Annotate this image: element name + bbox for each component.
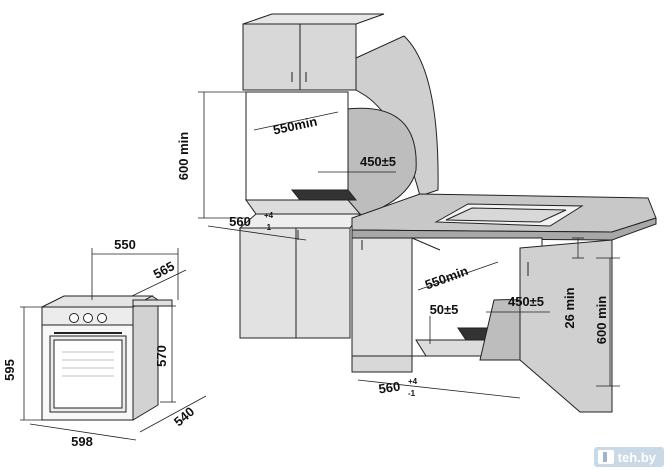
dim-upper-niche-depth-sub: -1 — [264, 223, 272, 232]
oven-drawing — [41, 295, 173, 421]
oven-rear-frame — [132, 299, 173, 307]
dim-oven-depth-body: 565 — [151, 258, 177, 281]
upper-niche-panel — [355, 35, 439, 197]
dim-right-niche-depth-sub: -1 — [408, 389, 416, 398]
dim-right-niche-gap: 26 min — [562, 287, 577, 328]
right-base-cabinet — [351, 237, 613, 413]
oven-dimension-lines — [20, 248, 207, 441]
dim-right-niche-depth-sup: +4 — [408, 377, 418, 386]
right-side-panel — [519, 239, 613, 413]
oven-knob-icon — [83, 313, 93, 323]
dim-oven-height: 595 — [2, 359, 17, 381]
tv-icon — [597, 450, 614, 464]
dim-right-niche-vent-height: 50±5 — [430, 302, 459, 317]
right-base-left-door — [351, 237, 413, 357]
upper-vent-slot — [290, 189, 358, 201]
dim-oven-width: 598 — [71, 434, 93, 449]
upper-niche-opening — [245, 91, 349, 201]
dim-oven-side-depth: 540 — [171, 404, 197, 429]
right-niche-dimension-lines — [357, 237, 620, 399]
oven-knob-icon — [97, 313, 107, 323]
oven-knob-icon — [69, 313, 79, 323]
upper-cabinet — [242, 13, 385, 91]
dim-upper-niche-vent: 450±5 — [360, 154, 396, 169]
dim-oven-inner-height: 570 — [154, 345, 169, 367]
dim-upper-niche-height: 600 min — [176, 132, 191, 180]
dim-upper-niche-depth: 560 — [229, 214, 251, 229]
upper-base-cabinet — [238, 213, 361, 339]
upper-base-cabinet-front — [239, 227, 351, 339]
dim-right-niche-depth: 560 — [378, 379, 402, 397]
dim-upper-niche-depth-sup: +4 — [264, 211, 274, 220]
countertop — [351, 193, 657, 241]
dim-right-niche-height: 600 min — [594, 296, 609, 344]
dim-oven-depth-total: 550 — [114, 237, 136, 252]
upper-niche — [245, 91, 362, 215]
upper-niche-dimension-lines — [198, 91, 396, 241]
dim-right-niche-vent-depth: 450±5 — [508, 294, 544, 309]
oven-side-face — [132, 295, 159, 421]
watermark-badge: teh.by — [593, 447, 664, 467]
watermark-text: teh.by — [617, 449, 656, 465]
